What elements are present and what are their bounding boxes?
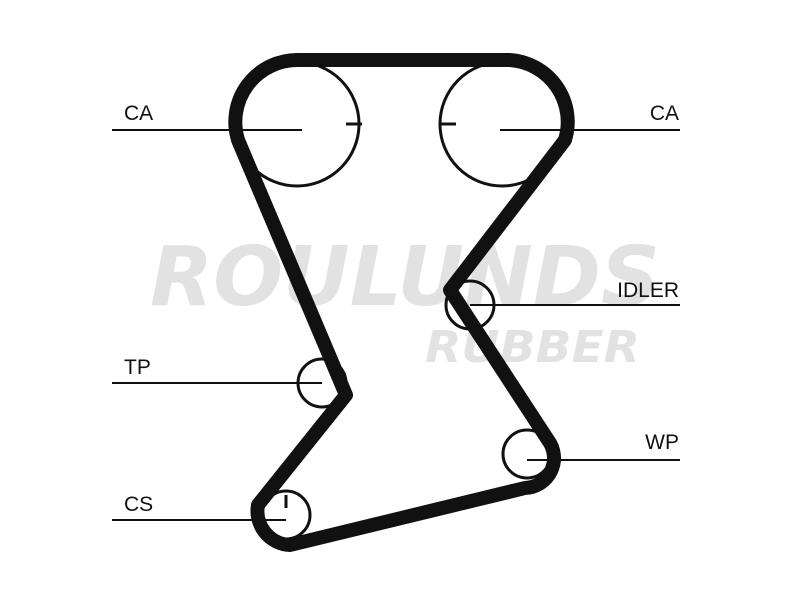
label-cs: CS [124,493,153,516]
label-tp: TP [124,356,151,379]
watermark: ROULUNDS RUBBER [150,230,660,373]
watermark-brand: ROULUNDS [150,230,660,325]
crankshaft-pulley [260,489,312,541]
camshaft-pulley-right [438,60,566,188]
label-ca-right: CA [650,102,679,125]
camshaft-pulley-left-circle [233,60,361,188]
label-wp: WP [645,431,679,454]
leader-lines [112,129,680,521]
part-labels: CA CA IDLER TP WP CS [124,102,679,516]
water-pump-pulley [501,428,553,480]
crankshaft-pulley-circle [260,489,312,541]
label-ca-left: CA [124,102,153,125]
watermark-subtitle: RUBBER [425,322,640,373]
water-pump-pulley-circle [501,428,553,480]
label-idler: IDLER [617,279,679,302]
camshaft-pulley-right-circle [438,60,566,188]
camshaft-pulley-left [233,60,362,188]
